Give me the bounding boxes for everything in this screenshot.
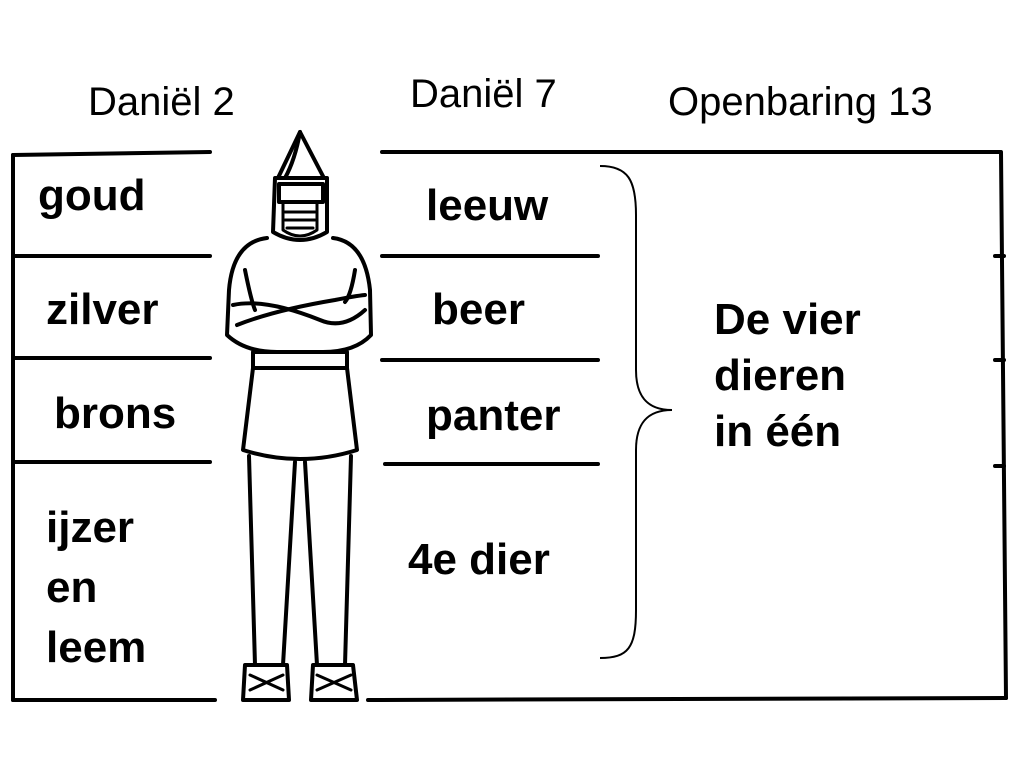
right-col-border: [999, 150, 1008, 700]
beast-leopard-label: panter: [426, 391, 561, 440]
header-openbaring-13: Openbaring 13: [668, 80, 933, 124]
metal-iron-clay-label: ijzer en leem: [46, 503, 147, 672]
header-daniel-2: Daniël 2: [88, 80, 235, 124]
bottom-line: [366, 696, 1008, 702]
metal-silver-label: zilver: [46, 285, 159, 334]
statue-icon: [225, 130, 373, 702]
beast-fourth-label: 4e dier: [408, 535, 550, 584]
beast-lion-label: leeuw: [426, 181, 549, 230]
header-daniel-7: Daniël 7: [410, 72, 557, 116]
metal-gold-label: goud: [38, 171, 146, 220]
openbaring-summary: De vier dieren in één: [714, 295, 861, 456]
left-row-line: [11, 150, 212, 157]
curly-brace: [599, 165, 673, 659]
beast-bear-label: beer: [432, 285, 525, 334]
metal-bronze-label: brons: [54, 389, 177, 438]
